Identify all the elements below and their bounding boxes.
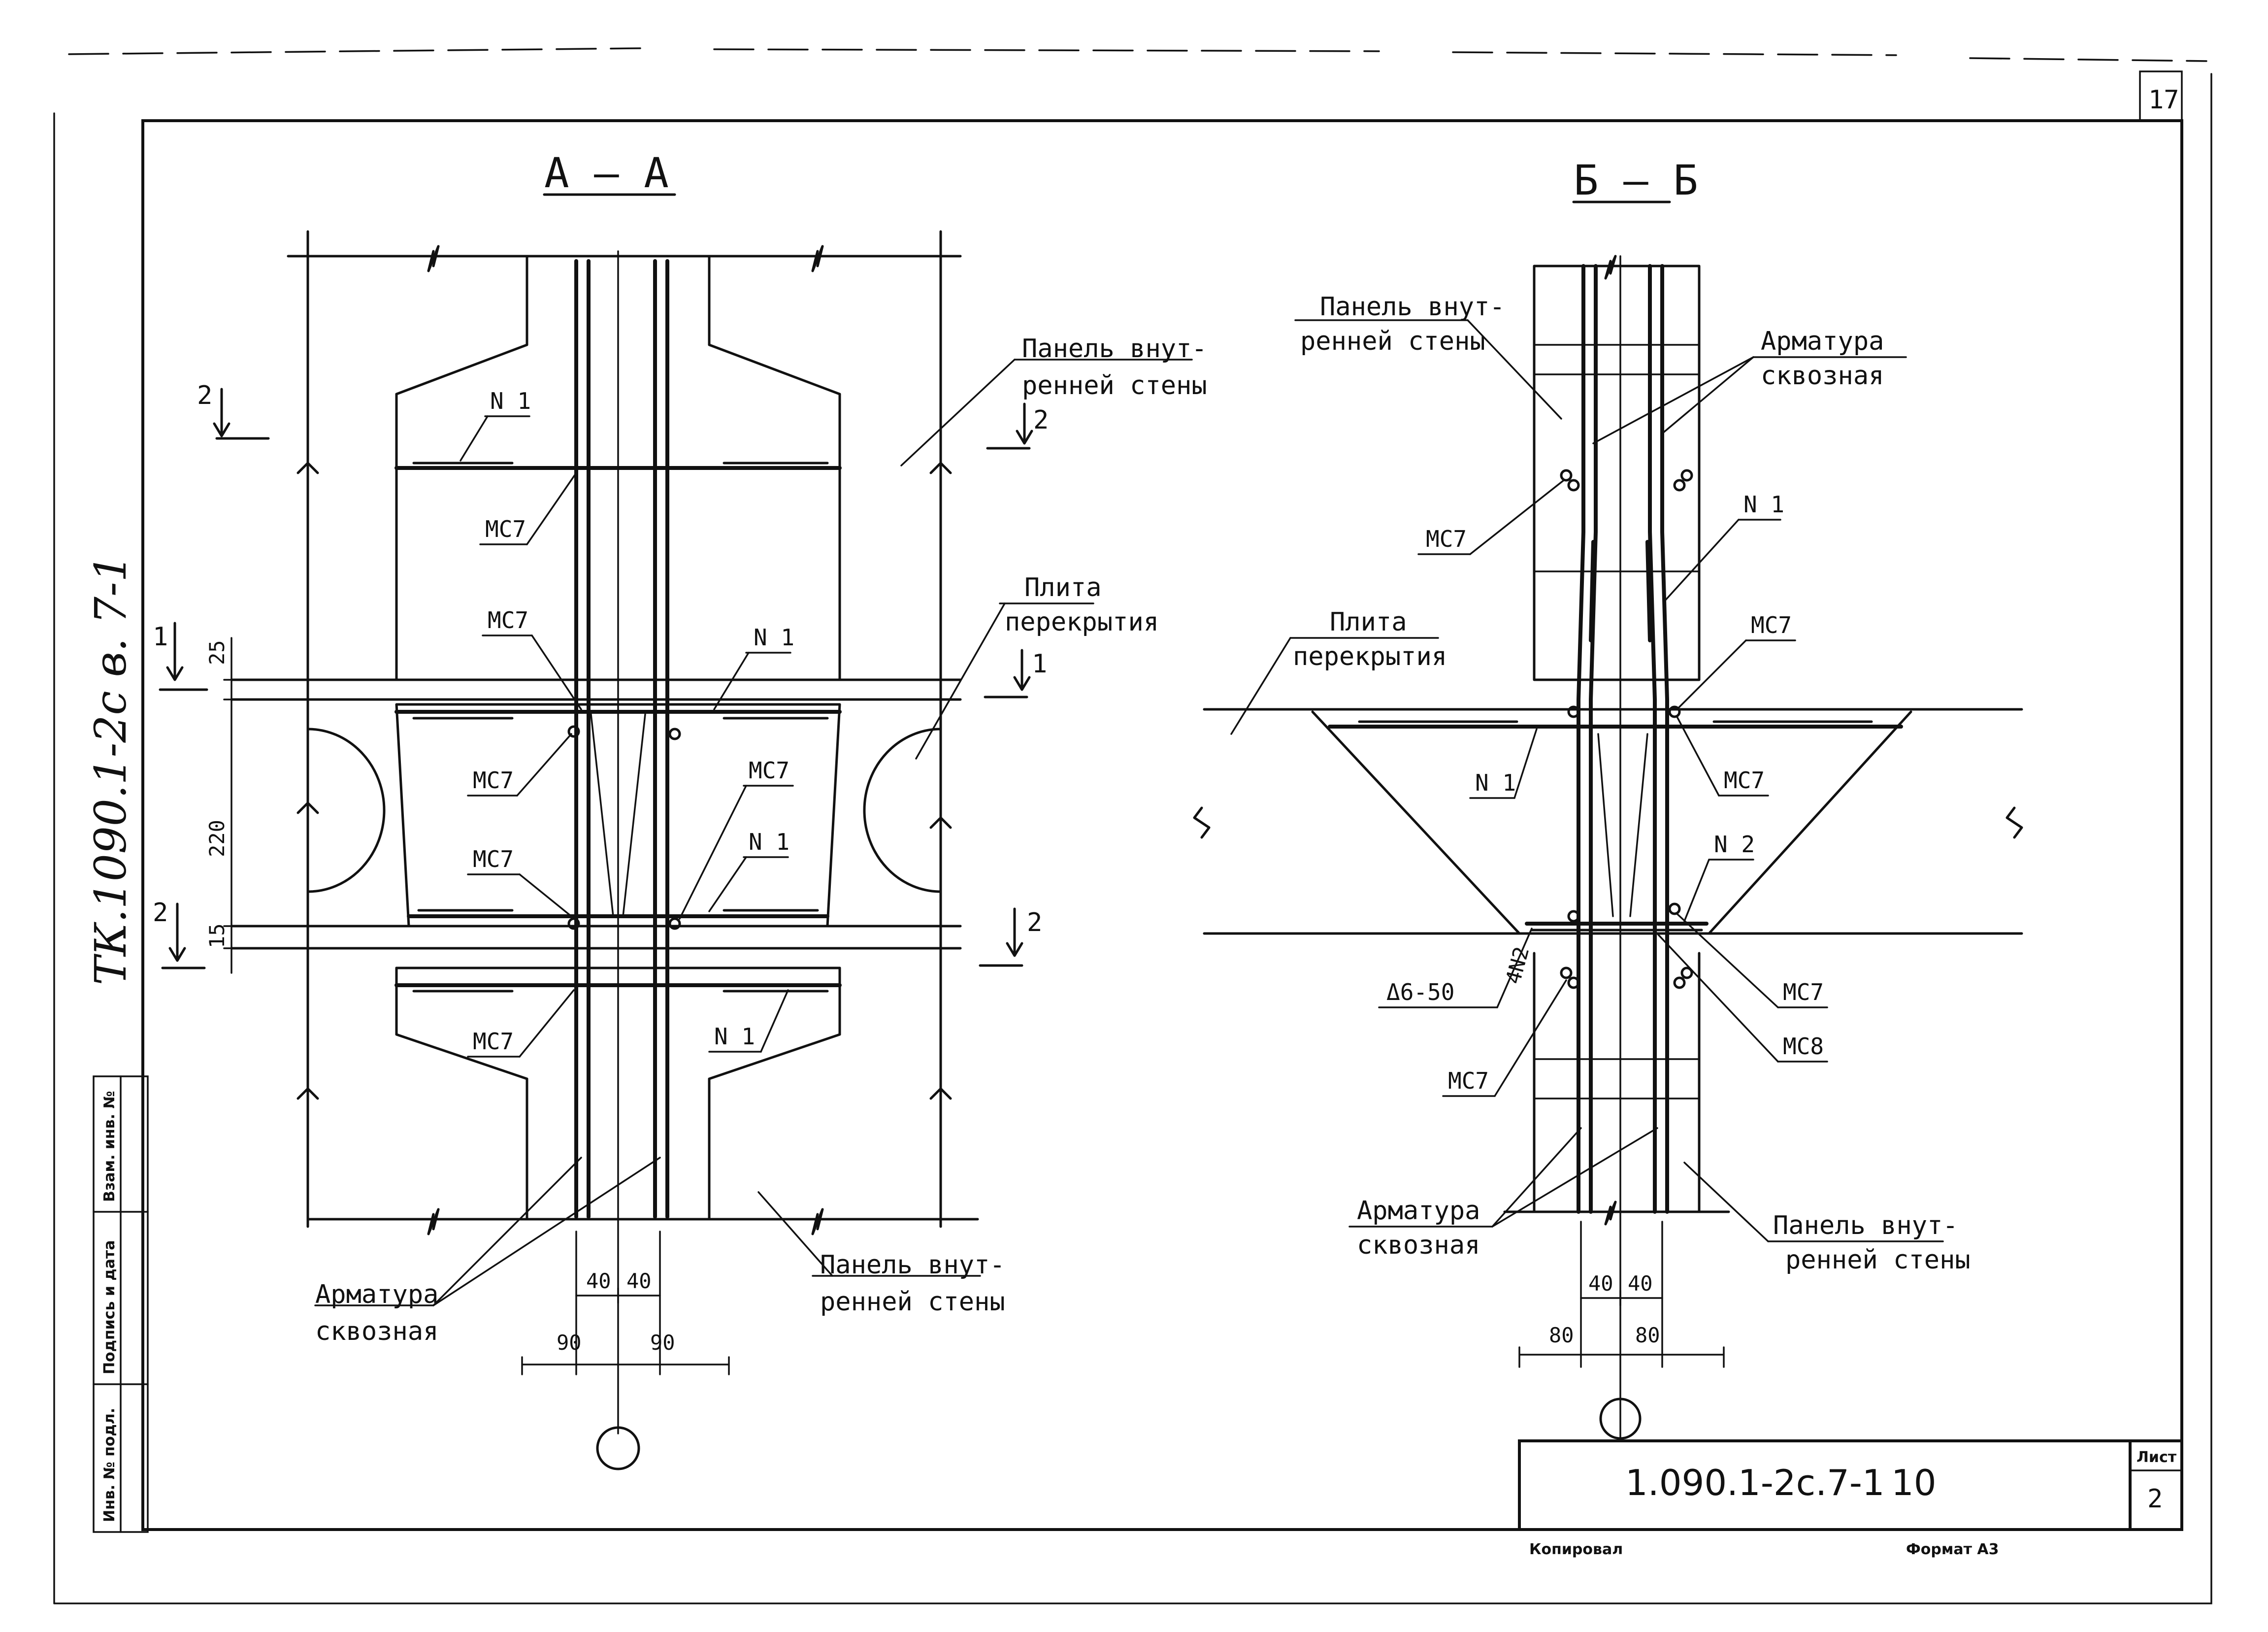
bb-mark-mc7-lower-left: МС7 [1448,1067,1489,1094]
margin-handwritten-code: ТК.1090.1-2с в. 7-1 [85,554,136,985]
section-aa-title: А — А [544,149,669,197]
stamp-field-replace: Взам. инв. № [101,1091,118,1202]
aa-mark-mc7-left-mid: МС7 [473,767,514,794]
aa-dim-40b: 40 [626,1269,652,1293]
bb-mark-mc7-right-low: МС7 [1783,979,1824,1005]
aa-mark-mc7-lower: МС7 [473,846,514,872]
bb-dim-80a: 80 [1549,1323,1574,1347]
bb-mark-n2-rot: 4N2 [1501,944,1534,987]
aa-dim-90b: 90 [650,1331,675,1355]
aa-mark-n1-mid: N 1 [754,624,794,651]
aa-label-plate-1: Плита [1024,573,1102,602]
bb-mark-weld: Δ6-50 [1386,979,1454,1005]
aa-mark-n1-bottom: N 1 [714,1023,755,1050]
section-bb-title: Б — Б [1574,156,1698,204]
aa-label-rebar-1: Арматура [315,1280,438,1309]
section-b-b: Б — Б [1193,156,2023,1440]
aa-dim-90a: 90 [557,1331,582,1355]
aa-label-panel-right-1: Панель внут- [1022,334,1207,364]
drawing-code: 1.090.1-2с.7-1 [1625,1462,1885,1503]
section-a-a: А — А [153,149,1207,1470]
bb-mark-n2: N 2 [1714,831,1755,858]
aa-dim-25: 25 [205,640,229,665]
bb-mark-mc7-right: МС7 [1724,767,1765,794]
aa-dim-220: 220 [205,820,229,857]
bb-mark-mc8: МС8 [1783,1033,1824,1060]
aa-label-panel-bottom-1: Панель внут- [820,1250,1005,1280]
aa-mark-n1-lower: N 1 [749,829,789,855]
aa-mark-n1-top: N 1 [490,388,531,414]
copied-label: Копировал [1529,1541,1623,1558]
aa-label-panel-right-2: ренней стены [1022,371,1207,400]
bb-dim-80b: 80 [1635,1323,1660,1347]
aa-dim-40a: 40 [586,1269,611,1293]
aa-mark-mc7-bottom: МС7 [473,1028,514,1055]
format-label: Формат А3 [1906,1541,1999,1558]
drawing-code-suffix: 10 [1891,1462,1937,1503]
sheet-frame: 17 [53,47,2212,1604]
aa-cut-2-lower-right: 2 [1027,908,1042,937]
bb-mark-mc7-right-top: МС7 [1751,612,1792,638]
aa-label-panel-bottom-2: ренней стены [820,1287,1005,1317]
list-number: 2 [2147,1484,2163,1514]
aa-mark-mc7-top: МС7 [485,516,526,542]
bb-label-rebar-top-1: Арматура [1761,327,1884,356]
aa-cut-2-left: 2 [197,381,212,410]
stamp-field-inv: Инв. № подл. [101,1408,118,1522]
bb-label-panel-top-2: ренней стены [1300,327,1485,356]
bb-mark-mc7-upper: МС7 [1426,526,1467,552]
bb-label-plate-2: перекрытия [1293,642,1447,671]
bb-label-rebar-bottom-2: сквозная [1357,1231,1480,1260]
bb-label-panel-top-1: Панель внут- [1320,292,1505,322]
aa-label-rebar-2: сквозная [315,1317,438,1346]
bb-label-rebar-top-2: сквозная [1761,361,1884,391]
bb-label-rebar-bottom-1: Арматура [1357,1196,1480,1226]
bb-label-panel-bottom-1: Панель внут- [1773,1211,1958,1240]
bb-dim-40b: 40 [1628,1271,1653,1296]
aa-cut-1-left: 1 [153,622,168,652]
bb-label-panel-bottom-2: ренней стены [1785,1245,1971,1275]
aa-dim-15: 15 [205,923,229,948]
aa-mark-mc7-mid-top: МС7 [488,607,528,633]
aa-label-plate-2: перекрытия [1005,607,1159,637]
aa-cut-2-lower-left: 2 [153,898,168,928]
left-stamp: Инв. № подл. Подпись и дата Взам. инв. №… [85,554,149,1533]
stamp-field-sign: Подпись и дата [101,1240,118,1374]
bb-mark-n1-left: N 1 [1475,769,1516,796]
bb-label-plate-1: Плита [1330,607,1407,637]
aa-cut-2-right: 2 [1033,405,1049,435]
aa-mark-mc7-right-mid: МС7 [749,757,789,784]
title-block: Лист 2 1.090.1-2с.7-1 10 Копировал Форма… [1518,1439,2183,1558]
list-label: Лист [2137,1449,2177,1466]
bb-dim-40a: 40 [1588,1271,1613,1296]
aa-cut-1-right: 1 [1032,649,1047,679]
bb-mark-n1-upper: N 1 [1743,491,1784,518]
corner-number: 17 [2148,85,2179,115]
